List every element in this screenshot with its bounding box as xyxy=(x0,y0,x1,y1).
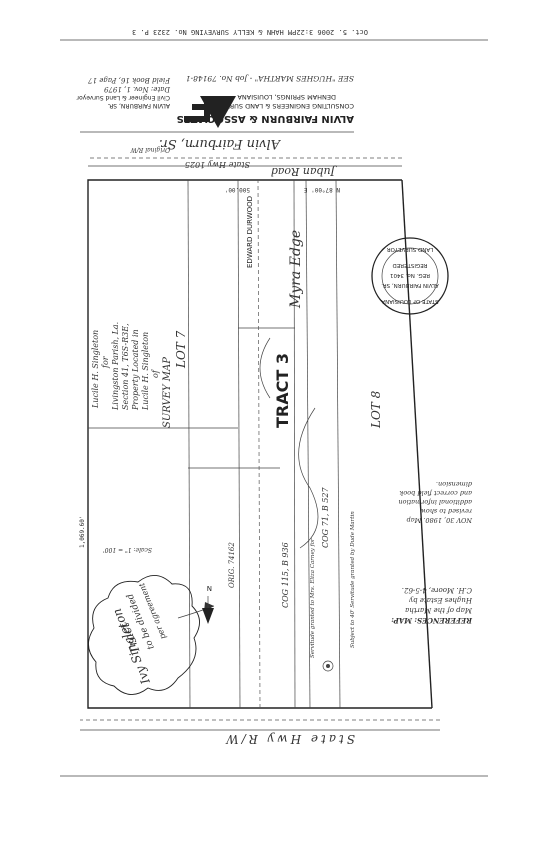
title-line-2: Property Located in xyxy=(131,329,140,411)
references-heading: REFERENCES: MAP: xyxy=(391,616,473,625)
references-line-1: Map of the Martha xyxy=(405,606,473,614)
survey-sheet: Oct. 5. 2006 3:22PM HAHN & KELLY SURVEYI… xyxy=(60,28,488,777)
firm-job-number: SEE "HUGHES MARTHA" - Job No. 79148-1 xyxy=(186,74,354,83)
seal-registered: REGISTERED xyxy=(392,262,427,268)
north-label: N xyxy=(207,584,212,592)
seal-reg: REG. No. 3401 xyxy=(390,272,430,278)
lot8-label: LOT 8 xyxy=(369,390,383,429)
title-line-3: Section 41, T6S-R3E, xyxy=(121,323,130,410)
surveyor-seal: STATE OF LOUISIANA LAND SURVEYOR ALVIN F… xyxy=(371,237,449,315)
cog2-label: COG 115, B 936 xyxy=(281,542,290,608)
fax-header: Oct. 5. 2006 3:22PM HAHN & KELLY SURVEYI… xyxy=(132,28,368,36)
af-logo-icon xyxy=(184,96,236,128)
firm-role: Civil Engineer & Land Surveyor xyxy=(76,94,170,101)
firm-person: ALVIN FAIRBURN, SR. xyxy=(107,102,170,109)
plat-boundaries xyxy=(80,157,440,731)
firm-subtitle: CONSULTING ENGINEERS & LAND SURVEYORS xyxy=(204,102,354,110)
scribble-curve-1 xyxy=(298,407,319,549)
juban-road-label: Juban Road xyxy=(271,165,337,178)
firm-block: Alvin Fairburn, Sr. ALVIN FAIRBURN & ASS… xyxy=(76,74,354,151)
seal-name: ALVIN FAIRBURN, SR. xyxy=(381,282,439,288)
rw-note: Original R/W xyxy=(130,146,170,153)
scribble-curve-2 xyxy=(259,337,271,399)
revision-line-4: and correct field book xyxy=(399,489,472,497)
references-block: REFERENCES: MAP: Map of the Martha Hughe… xyxy=(391,480,473,625)
orig-label: ORIG. 74162 xyxy=(228,542,236,588)
tract-label: TRACT 3 xyxy=(273,353,292,428)
seal-ring-bottom: LAND SURVEYOR xyxy=(387,246,434,252)
references-line-3: C.H. Moore, 4-5-62. xyxy=(402,586,472,594)
title-client: Lucile H. Singleton xyxy=(91,330,100,409)
firm-city: DENHAM SPRINGS, LOUISIANA xyxy=(237,93,336,101)
dimension-right: 1,069.60' xyxy=(79,515,86,548)
myra-edge-label: Myra Edge xyxy=(288,230,304,309)
survey-map-title: SURVEY MAP xyxy=(162,357,173,428)
title-for: for xyxy=(101,355,110,369)
revision-line-2: revised to show xyxy=(420,507,472,515)
lot-labels: TRACT 3 LOT 8 LOT 7 Myra Edge EDWARD DUR… xyxy=(79,186,383,658)
state-hwy-label: State Hwy 1025 xyxy=(185,160,250,169)
seal-ring-top: STATE OF LOUISIANA xyxy=(381,298,438,304)
firm-field-book: Field Book 16, Page 17 xyxy=(88,76,171,84)
firm-date: Date: Nov. 1, 1979 xyxy=(103,85,171,93)
bottom-row-label: State Hwy R/W xyxy=(223,732,355,746)
handwritten-tract-note: Ivy Singleton Tract to be divided per ag… xyxy=(88,575,215,695)
dimension-top: 500.00' xyxy=(225,186,250,193)
firm-name: ALVIN FAIRBURN & ASSOCIATES xyxy=(177,113,354,124)
scale-label: Scale: 1" = 100' xyxy=(103,546,152,553)
lot7-label: LOT 7 xyxy=(174,330,188,369)
dimension-side: N 87°00' E xyxy=(303,186,340,193)
durwood-label: EDWARD DURWOOD xyxy=(246,196,254,268)
revision-line-3: additional information xyxy=(398,498,472,506)
survey-title-block: SURVEY MAP of Lucile H. Singleton Proper… xyxy=(91,322,173,428)
firm-signature: Alvin Fairburn, Sr. xyxy=(159,136,281,151)
title-line-1: Lucile H. Singleton xyxy=(141,332,150,411)
references-line-2: Hughes Estate by xyxy=(408,596,473,604)
cog1-label: COG 71, B 527 xyxy=(321,487,330,548)
survey-map-of: of xyxy=(151,368,160,378)
title-line-4: Livingston Parish, La. xyxy=(111,322,120,411)
revision-line-1: NOV 30, 1980. Map xyxy=(406,516,473,524)
revision-line-5: dimension. xyxy=(436,480,472,488)
servitude-note-2: Servitude granted to Mrs. Eliza Carney f… xyxy=(310,538,316,658)
servitude-note-1: Subject to 40' Servitude granted by Dude… xyxy=(350,511,356,648)
north-arrow-icon: N xyxy=(202,584,214,624)
